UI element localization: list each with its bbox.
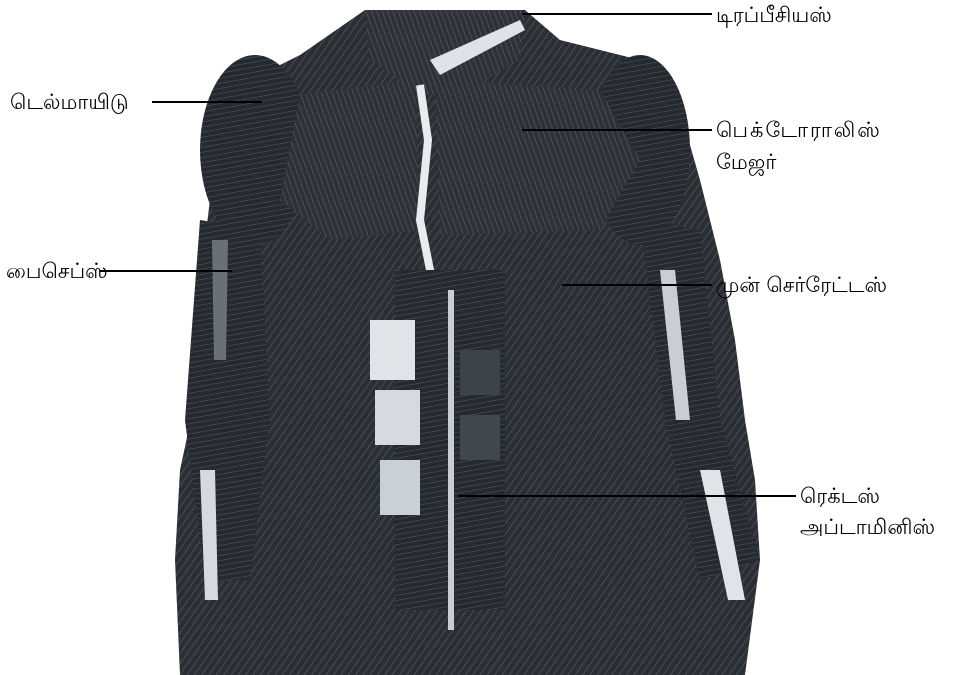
label-rectus-abdominis-line1: ரெக்டஸ் bbox=[800, 481, 880, 511]
label-biceps: பைசெப்ஸ் bbox=[6, 256, 108, 286]
label-pectoralis-major-line1: பெக்டோராலிஸ் bbox=[716, 115, 882, 145]
label-pectoralis-major-line2: மேஜர் bbox=[716, 147, 776, 177]
label-serratus-anterior: முன் செர்ரேட்டஸ் bbox=[716, 270, 887, 300]
label-deltoid: டெல்மாயிடு bbox=[10, 87, 129, 117]
label-trapezius: டிரப்பீசியஸ் bbox=[716, 0, 832, 30]
label-rectus-abdominis-line2: அப்டாமினிஸ் bbox=[800, 512, 935, 542]
pectoral-muscles bbox=[280, 80, 640, 240]
